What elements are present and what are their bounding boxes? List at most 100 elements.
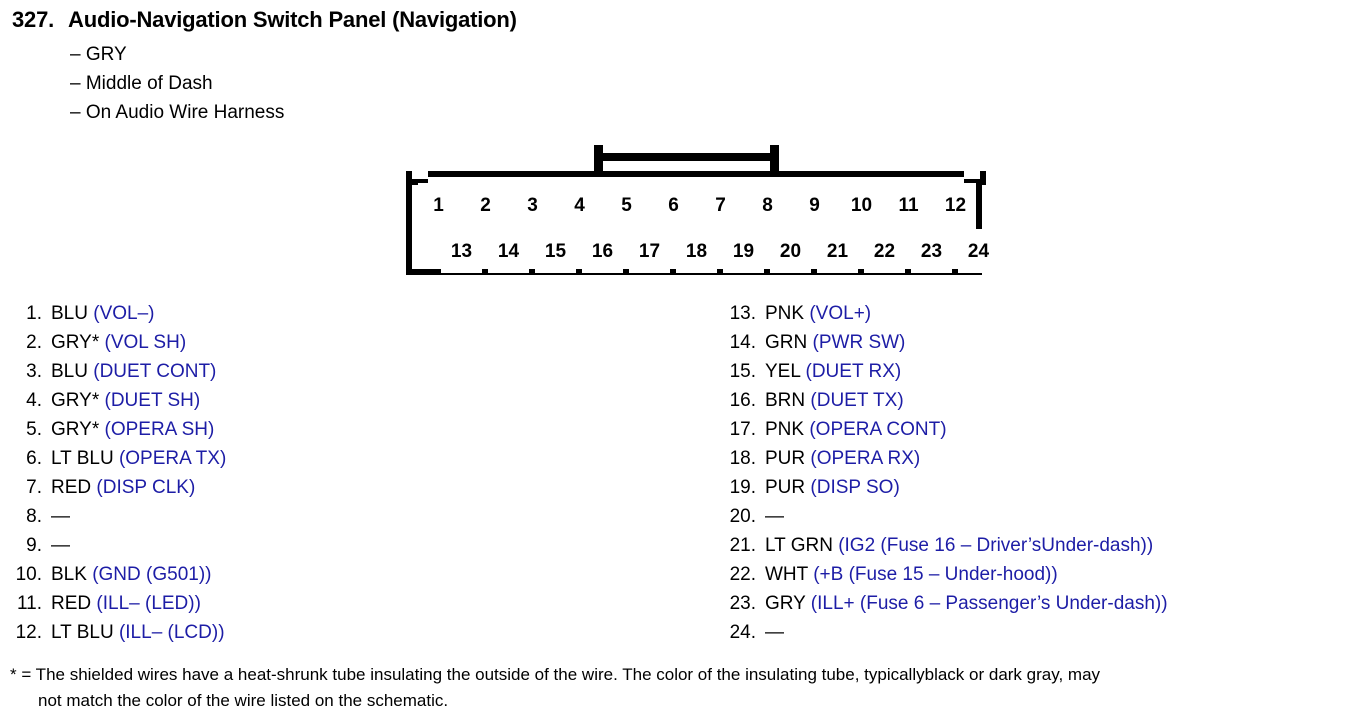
pin-number: 11. [16,593,42,614]
wire-color-code: — [51,506,70,527]
pin-number: 16. [729,390,756,411]
pin-cell: 13 [441,229,482,273]
pin-number: 19. [729,477,756,498]
pin-list-item: 2. GRY* (VOL SH) [8,332,226,361]
pin-cell: 24 [958,229,999,273]
wire-color-code: BLU [51,361,88,382]
pin-description: RED (DISP CLK) [51,477,195,499]
pin-list-item: 1. BLU (VOL–) [8,303,226,332]
pin-list-item: 5.GRY* (OPERA SH) [8,419,226,448]
pin-list-left: 1.BLU (VOL–)2.GRY* (VOL SH)3.BLU (DUET C… [8,303,227,651]
pin-cell: 3 [512,183,553,227]
pin-cell: 6 [653,183,694,227]
pin-list-item: 4. GRY* (DUET SH) [8,390,226,419]
pin-cell: 20 [770,229,811,273]
wire-color-code: — [765,506,784,527]
pin-list-right: 13.PNK (VOL+)14.GRN (PWR SW)15.YEL (DUET… [722,303,1168,651]
wire-color-code: WHT [765,564,808,585]
wire-color-code: YEL [765,361,801,382]
pin-list-item: 6. LT BLU (OPERA TX) [8,448,226,477]
signal-name: (GND (G501)) [86,564,212,585]
pin-description: LT BLU (OPERA TX) [51,448,226,470]
detail-line-harness: – On Audio Wire Harness [70,102,285,123]
connector-top-row: 1 2 3 4 5 6 7 8 9 10 11 12 [418,183,982,227]
pin-description: BLU (VOL–) [51,303,155,325]
signal-name: (IG2 (Fuse 16 – Driver’sUnder-dash)) [832,535,1154,556]
pin-list-item: 20. — [722,506,1168,535]
pin-description: BLU (DUET CONT) [51,361,216,383]
wire-color-code: — [51,535,70,556]
pin-cell: 18 [676,229,717,273]
pin-cell: 19 [723,229,764,273]
signal-name: (PWR SW) [807,332,906,353]
connector-notch-left [406,171,428,185]
pin-description: GRN (PWR SW) [765,332,905,354]
wire-color-code: GRY [765,593,806,614]
entry-title: Audio-Navigation Switch Panel (Navigatio… [68,7,517,32]
pin-number: 14. [729,332,756,353]
pin-description: — [765,622,784,644]
pin-cell: 7 [700,183,741,227]
pin-cell: 16 [582,229,623,273]
signal-name: (VOL SH) [99,332,187,353]
pin-number: 4. [26,390,42,411]
pin-list-item: 14. GRN (PWR SW) [722,332,1168,361]
signal-name: (DUET RX) [800,361,902,382]
pin-number: 17. [729,419,756,440]
signal-name: (OPERA SH) [99,419,215,440]
pin-cell: 23 [911,229,952,273]
pin-cell: 12 [935,183,976,227]
pin-description: YEL (DUET RX) [765,361,901,383]
pin-number: 8. [26,506,42,527]
pin-number: 5. [26,419,42,440]
signal-name: (DUET CONT) [87,361,217,382]
pin-cell: 11 [888,183,929,227]
entry-number: 327. [12,7,55,32]
pin-list-item: 11.RED (ILL– (LED)) [8,593,226,622]
signal-name: (ILL– (LED)) [91,593,201,614]
signal-name: (OPERA RX) [805,448,921,469]
wire-color-code: BRN [765,390,806,411]
locking-tab-post-right [770,145,779,179]
pin-number: 7. [26,477,42,498]
signal-name: (OPERA TX) [113,448,227,469]
pin-description: LT GRN (IG2 (Fuse 16 – Driver’sUnder-das… [765,535,1153,557]
pin-number: 2. [26,332,42,353]
wire-color-code: RED [51,477,92,498]
pin-description: PUR (DISP SO) [765,477,900,499]
pin-number: 18. [729,448,756,469]
wire-color-code: BLK [51,564,87,585]
pin-list-item: 22. WHT (+B (Fuse 15 – Under-hood)) [722,564,1168,593]
pin-list-item: 19. PUR (DISP SO) [722,477,1168,506]
footnote: * = The shielded wires have a heat-shrun… [10,665,1360,711]
pin-description: GRY (ILL+ (Fuse 6 – Passenger’s Under-da… [765,593,1168,615]
pin-number: 12. [15,622,42,643]
pin-cell: 1 [418,183,459,227]
wire-color-code: GRY* [51,332,100,353]
signal-name: (DUET TX) [805,390,904,411]
pin-number: 15. [729,361,756,382]
pin-cell: 9 [794,183,835,227]
signal-name: (DISP CLK) [91,477,196,498]
pin-list-item: 9.— [8,535,226,564]
pin-list-item: 18. PUR (OPERA RX) [722,448,1168,477]
pin-number: 21. [729,535,756,556]
pin-list-item: 23.GRY (ILL+ (Fuse 6 – Passenger’s Under… [722,593,1168,622]
signal-name: (ILL– (LCD)) [113,622,225,643]
pin-cell: 15 [535,229,576,273]
wire-color-code: GRY* [51,390,100,411]
pin-number: 22. [729,564,756,585]
signal-name: (OPERA CONT) [804,419,947,440]
pin-list-item: 7. RED (DISP CLK) [8,477,226,506]
pin-description: — [51,535,70,557]
connector-bottom-row: 13 14 15 16 17 18 19 20 21 22 23 24 [441,229,1005,273]
pin-number: 20. [729,506,756,527]
signal-name: (+B (Fuse 15 – Under-hood)) [807,564,1058,585]
pin-number: 1. [26,303,42,324]
pin-list-item: 17.PNK (OPERA CONT) [722,419,1168,448]
pin-description: GRY* (DUET SH) [51,390,200,412]
pin-description: BRN (DUET TX) [765,390,904,412]
pin-number: 6. [26,448,42,469]
pin-cell: 5 [606,183,647,227]
wire-color-code: PUR [765,448,806,469]
